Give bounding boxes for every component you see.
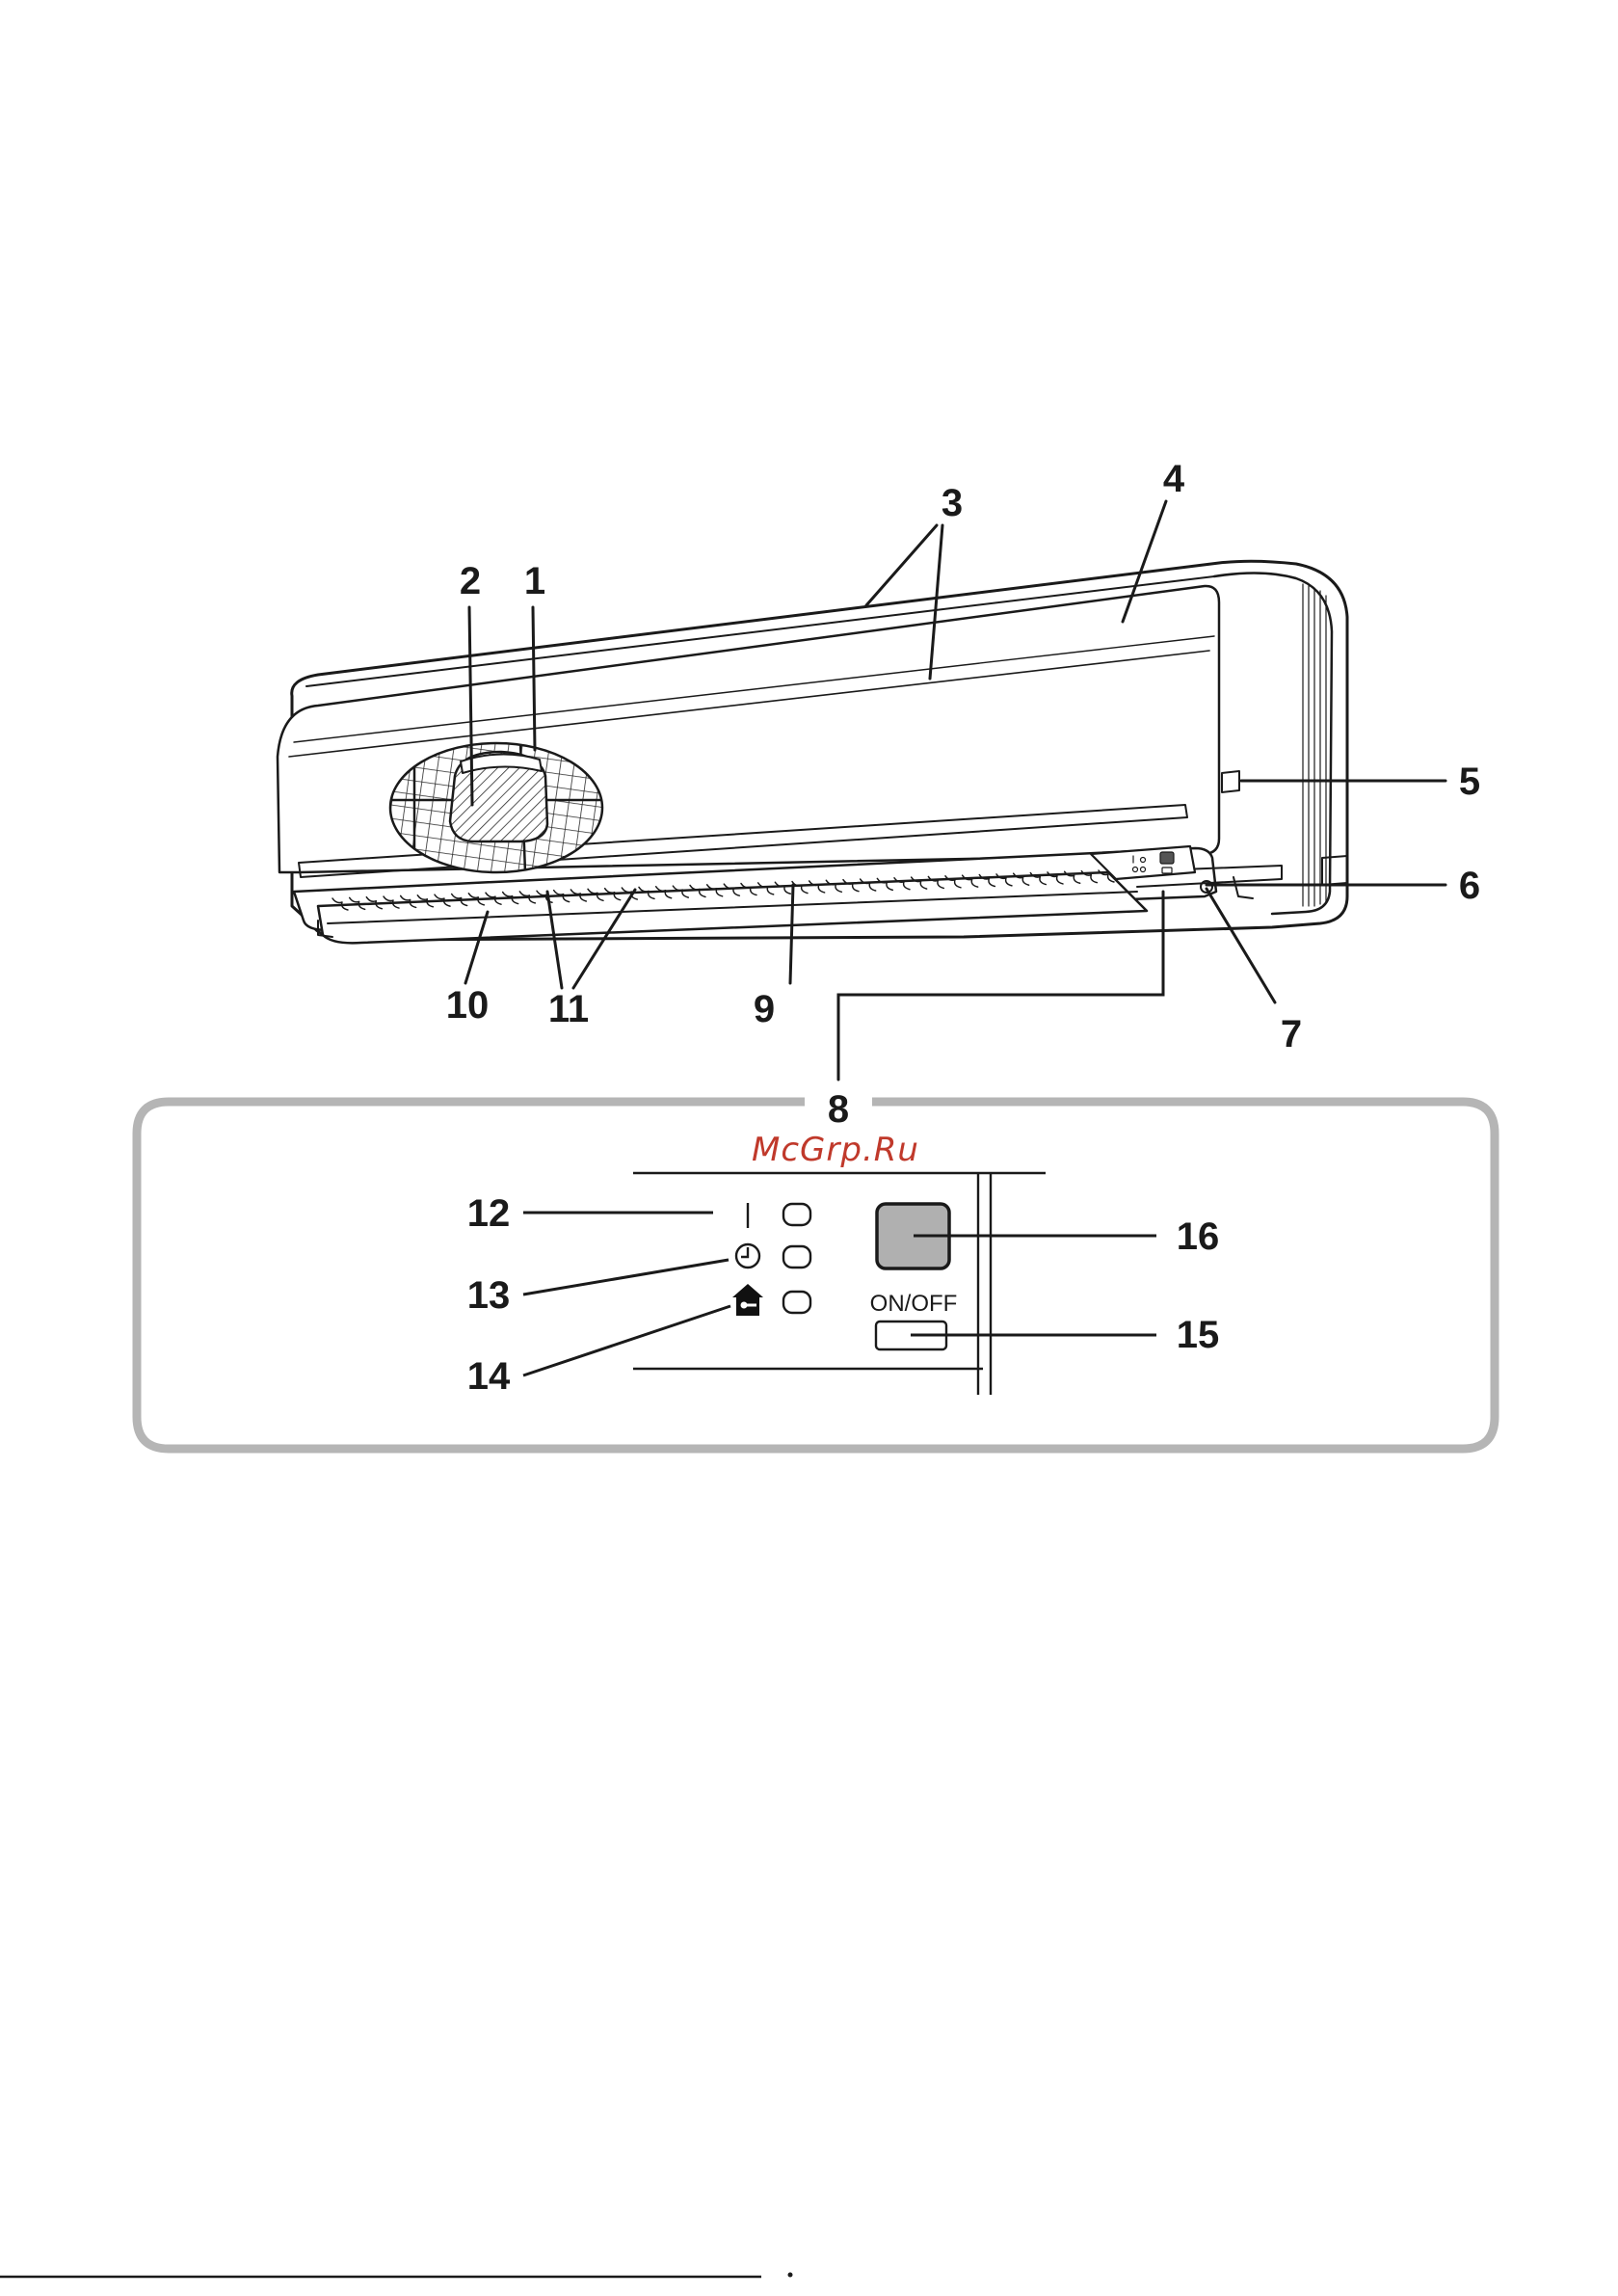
leader-14 [523, 1306, 730, 1375]
callout-16: 16 [1177, 1215, 1220, 1258]
panel-lines [633, 1173, 1046, 1395]
home-lock-icon [732, 1284, 763, 1316]
power-lamp [783, 1204, 810, 1225]
leader-3a [866, 525, 937, 605]
callout-2: 2 [460, 560, 481, 602]
footer-dot [788, 2273, 793, 2278]
callout-8: 8 [828, 1088, 849, 1131]
indicator-lamps [783, 1204, 810, 1313]
callout-1: 1 [524, 560, 545, 602]
watermark-text: McGrp.Ru [752, 1131, 919, 1169]
on-off-label: ON/OFF [870, 1291, 958, 1317]
callout-6: 6 [1459, 865, 1480, 907]
leader-1 [533, 607, 535, 750]
timer-clock-icon [736, 1244, 759, 1268]
callout-3: 3 [942, 482, 963, 524]
control-panel-detail: McGrp.Ru ON/OFF [137, 1102, 1495, 1449]
lock-lamp [783, 1292, 810, 1313]
callout-14: 14 [467, 1355, 511, 1398]
timer-lamp [783, 1246, 810, 1268]
callout-12: 12 [467, 1192, 511, 1235]
air-conditioner-unit [278, 561, 1347, 943]
callout-11: 11 [548, 988, 589, 1030]
callout-9: 9 [754, 988, 775, 1030]
callout-13: 13 [467, 1274, 511, 1317]
panel-leader-lines [523, 1213, 1156, 1375]
callout-15: 15 [1177, 1314, 1220, 1356]
leader-13 [523, 1260, 729, 1295]
filter-cutaway [390, 742, 602, 872]
callout-7: 7 [1281, 1013, 1302, 1055]
callout-10: 10 [446, 984, 490, 1027]
callout-4: 4 [1163, 458, 1185, 500]
callout-5: 5 [1459, 761, 1480, 803]
